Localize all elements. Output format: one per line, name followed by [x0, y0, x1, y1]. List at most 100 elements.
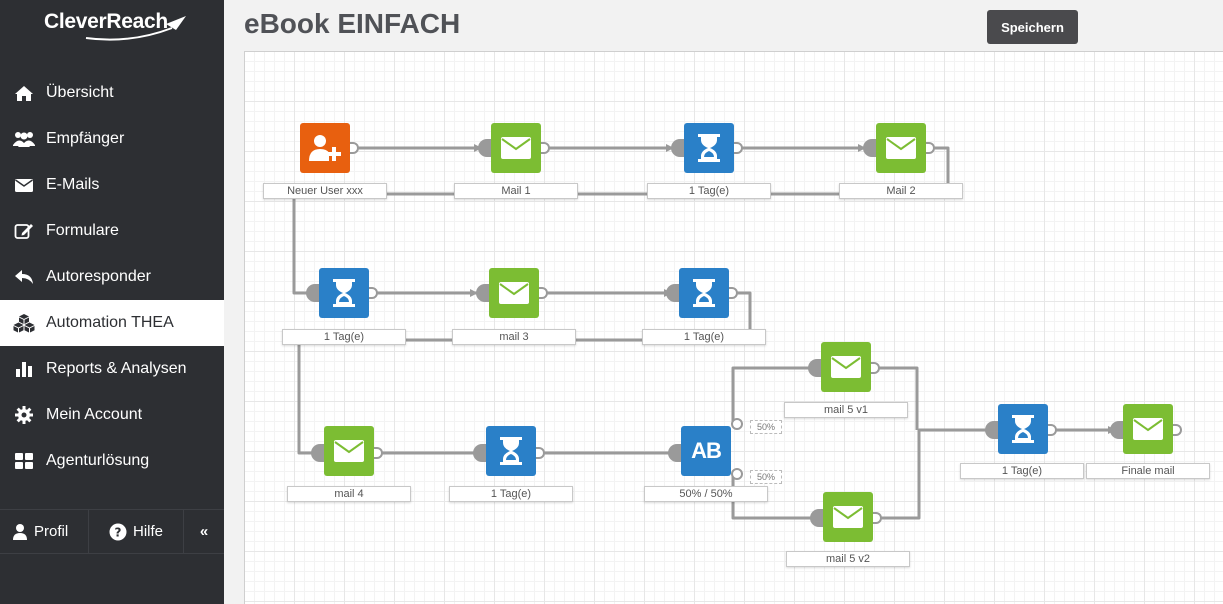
output-port[interactable] [369, 287, 378, 299]
page-title: eBook EINFACH [244, 8, 461, 39]
hourglass-icon [1012, 415, 1034, 443]
sidebar-item-label: Reports & Analysen [46, 360, 187, 377]
input-port[interactable] [473, 444, 487, 462]
brand-name: CleverReach [44, 10, 168, 33]
sidebar-footer: Profil ? Hilfe « [0, 509, 224, 554]
sidebar-item-label: Formulare [46, 222, 119, 239]
sidebar-item-agentur[interactable]: Agenturlösung [0, 438, 224, 484]
node-label[interactable]: mail 5 v1 [784, 402, 908, 418]
question-icon: ? [109, 523, 127, 541]
node-label[interactable]: mail 5 v2 [786, 551, 910, 567]
flow-node-ab-split[interactable]: AB [681, 426, 731, 476]
sidebar-item-autoresponder[interactable]: Autoresponder [0, 254, 224, 300]
output-port[interactable] [541, 142, 550, 154]
envelope-icon [334, 440, 364, 462]
input-port[interactable] [985, 421, 999, 439]
collapse-sidebar-button[interactable]: « [199, 523, 209, 540]
gear-icon [12, 405, 36, 425]
output-port[interactable] [731, 468, 743, 480]
hourglass-icon [333, 279, 355, 307]
envelope-icon [12, 175, 36, 195]
flow-node-mail[interactable] [1123, 404, 1173, 454]
output-port[interactable] [1048, 424, 1057, 436]
sidebar-item-reports[interactable]: Reports & Analysen [0, 346, 224, 392]
sidebar-item-emails[interactable]: E-Mails [0, 162, 224, 208]
node-label[interactable]: Mail 2 [839, 183, 963, 199]
flow-node-mail[interactable] [876, 123, 926, 173]
sidebar-nav: Übersicht Empfänger E-Mails Formulare Au… [0, 70, 224, 484]
help-label: Hilfe [133, 523, 164, 540]
flow-node-wait[interactable] [998, 404, 1048, 454]
flow-node-wait[interactable] [684, 123, 734, 173]
flow-node-mail[interactable] [324, 426, 374, 476]
node-label[interactable]: 50% / 50% [644, 486, 768, 502]
hourglass-icon [698, 134, 720, 162]
flow-node-mail[interactable] [491, 123, 541, 173]
sidebar-item-label: Übersicht [46, 84, 114, 101]
input-port[interactable] [810, 509, 824, 527]
node-label[interactable]: Finale mail [1086, 463, 1210, 479]
connection-wires [292, 144, 1116, 522]
envelope-icon [886, 137, 916, 159]
sidebar-item-empfaenger[interactable]: Empfänger [0, 116, 224, 162]
input-port[interactable] [478, 139, 492, 157]
input-port[interactable] [671, 139, 685, 157]
input-port[interactable] [306, 284, 320, 302]
users-icon [12, 129, 36, 149]
sidebar-item-formulare[interactable]: Formulare [0, 208, 224, 254]
node-label[interactable]: mail 3 [452, 329, 576, 345]
cubes-icon [12, 313, 36, 333]
node-label[interactable]: mail 4 [287, 486, 411, 502]
output-port[interactable] [539, 287, 548, 299]
node-label[interactable]: 1 Tag(e) [642, 329, 766, 345]
flow-node-wait[interactable] [319, 268, 369, 318]
output-port[interactable] [873, 512, 882, 524]
node-label[interactable]: Mail 1 [454, 183, 578, 199]
output-port[interactable] [731, 418, 743, 430]
sidebar-item-uebersicht[interactable]: Übersicht [0, 70, 224, 116]
input-port[interactable] [808, 359, 822, 377]
sidebar-item-account[interactable]: Mein Account [0, 392, 224, 438]
logo-swoosh-icon [85, 16, 186, 41]
node-label[interactable]: 1 Tag(e) [647, 183, 771, 199]
save-button[interactable]: Speichern [987, 10, 1078, 44]
brand-logo[interactable]: CleverReach [0, 6, 224, 46]
envelope-icon [1133, 418, 1163, 440]
envelope-icon [833, 506, 863, 528]
sidebar-item-automation[interactable]: Automation THEA [0, 300, 224, 346]
output-port[interactable] [871, 362, 880, 374]
sidebar-item-label: Autoresponder [46, 268, 151, 285]
flow-node-trigger[interactable] [300, 123, 350, 173]
ab-split-icon: AB [691, 438, 722, 463]
output-port[interactable] [350, 142, 359, 154]
flow-node-mail[interactable] [823, 492, 873, 542]
node-label[interactable]: Neuer User xxx [263, 183, 387, 199]
input-port[interactable] [666, 284, 680, 302]
flow-node-wait[interactable] [679, 268, 729, 318]
output-port[interactable] [1173, 424, 1182, 436]
output-port[interactable] [926, 142, 935, 154]
home-icon [12, 83, 36, 103]
input-port[interactable] [476, 284, 490, 302]
node-label[interactable]: 1 Tag(e) [960, 463, 1084, 479]
node-label[interactable]: 1 Tag(e) [282, 329, 406, 345]
flow-node-mail[interactable] [821, 342, 871, 392]
profile-button[interactable]: Profil [0, 510, 89, 553]
workflow-canvas[interactable]: Neuer User xxx Mail 1 1 Tag(e) Mail 2 1 … [244, 51, 1223, 604]
flow-node-mail[interactable] [489, 268, 539, 318]
profile-label: Profil [34, 523, 69, 540]
output-port[interactable] [729, 287, 738, 299]
input-port[interactable] [668, 444, 682, 462]
flow-node-wait[interactable] [486, 426, 536, 476]
output-port[interactable] [374, 447, 383, 459]
input-port[interactable] [311, 444, 325, 462]
help-button[interactable]: ? Hilfe [89, 510, 184, 553]
wire [874, 426, 994, 520]
output-port[interactable] [536, 447, 545, 459]
input-port[interactable] [1110, 421, 1124, 439]
output-port[interactable] [734, 142, 743, 154]
bar-chart-icon [12, 359, 36, 379]
grid-icon [12, 451, 36, 471]
node-label[interactable]: 1 Tag(e) [449, 486, 573, 502]
input-port[interactable] [863, 139, 877, 157]
